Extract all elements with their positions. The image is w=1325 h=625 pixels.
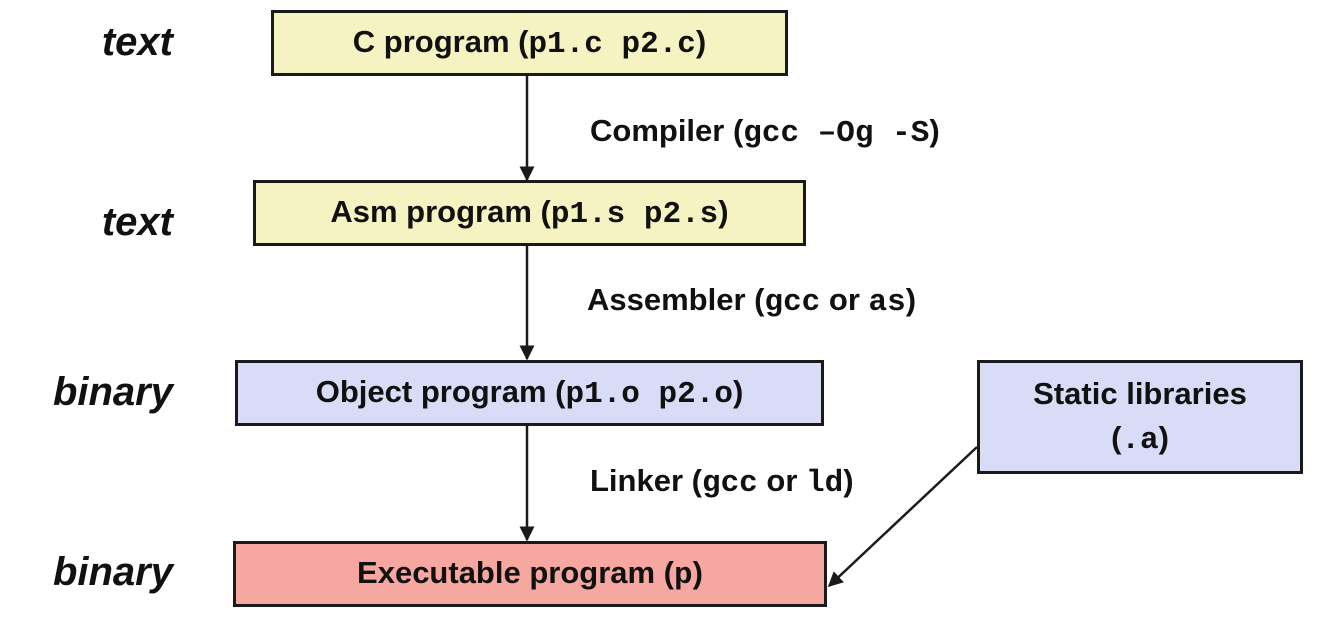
executable-program-label: Executable program (p) bbox=[357, 554, 703, 593]
static-libraries-label: Static libraries (.a) bbox=[1033, 376, 1247, 458]
compiler-step-label: Compiler (gcc –Og -S) bbox=[590, 113, 940, 151]
assembler-step-label: Assembler (gcc or as) bbox=[587, 282, 917, 320]
asm-program-label: Asm program (p1.s p2.s) bbox=[330, 193, 729, 232]
c-program-label: C program (p1.c p2.c) bbox=[352, 23, 707, 62]
label-text-asm: text bbox=[101, 200, 173, 244]
label-binary-executable: binary bbox=[52, 550, 173, 594]
object-program-box: Object program (p1.o p2.o) bbox=[235, 360, 824, 426]
asm-program-box: Asm program (p1.s p2.s) bbox=[253, 180, 806, 246]
executable-program-box: Executable program (p) bbox=[233, 541, 827, 607]
linker-step-label: Linker (gcc or ld) bbox=[590, 463, 854, 501]
label-text-c: text bbox=[101, 20, 173, 64]
object-program-label: Object program (p1.o p2.o) bbox=[315, 373, 744, 412]
static-libraries-arrow bbox=[827, 446, 978, 588]
c-program-box: C program (p1.c p2.c) bbox=[271, 10, 788, 76]
label-binary-object: binary bbox=[52, 370, 173, 414]
static-libraries-box: Static libraries (.a) bbox=[977, 360, 1303, 474]
